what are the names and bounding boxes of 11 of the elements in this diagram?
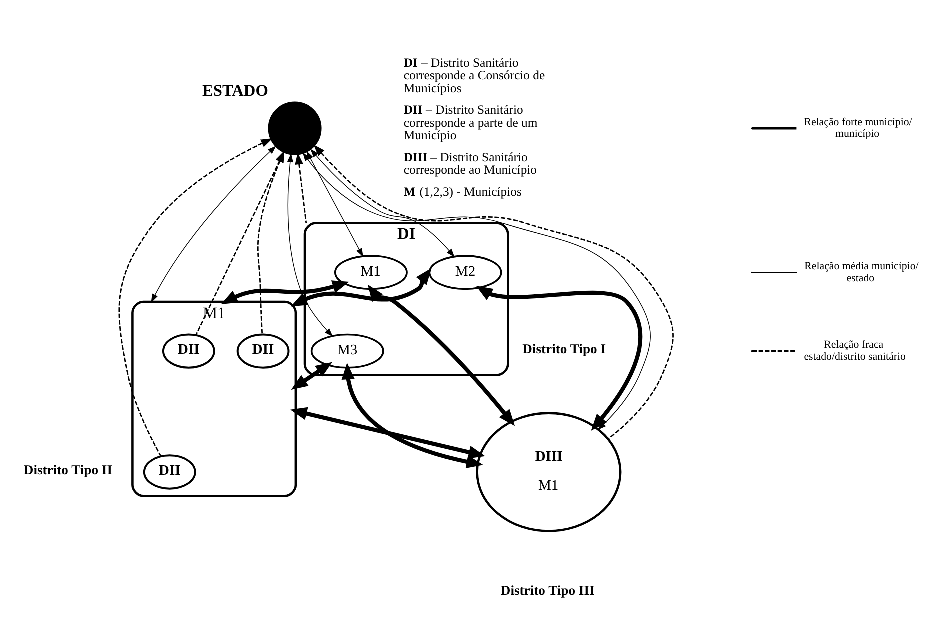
label: DI – Distrito Sanitário corresponde a Consórcio de Municípios [403,56,545,96]
label: M (1,2,3) - Municípios [403,184,522,199]
node-label: Distrito Tipo III [500,583,594,598]
legend-label: Relação média município/ estado [804,260,918,284]
node-label: Distrito Tipo II [23,462,112,478]
legend-label: Relação fraca estado/distrito sanitário [804,339,906,364]
legend-label: Relação forte município/ município [804,116,912,140]
label: DII – Distrito Sanitário corresponde a parte de um Município [403,103,538,143]
node-label: Distrito Tipo I [522,342,606,357]
node-label: ESTADO [202,81,268,100]
label: DIII – Distrito Sanitário corresponde ao Município [403,150,537,178]
